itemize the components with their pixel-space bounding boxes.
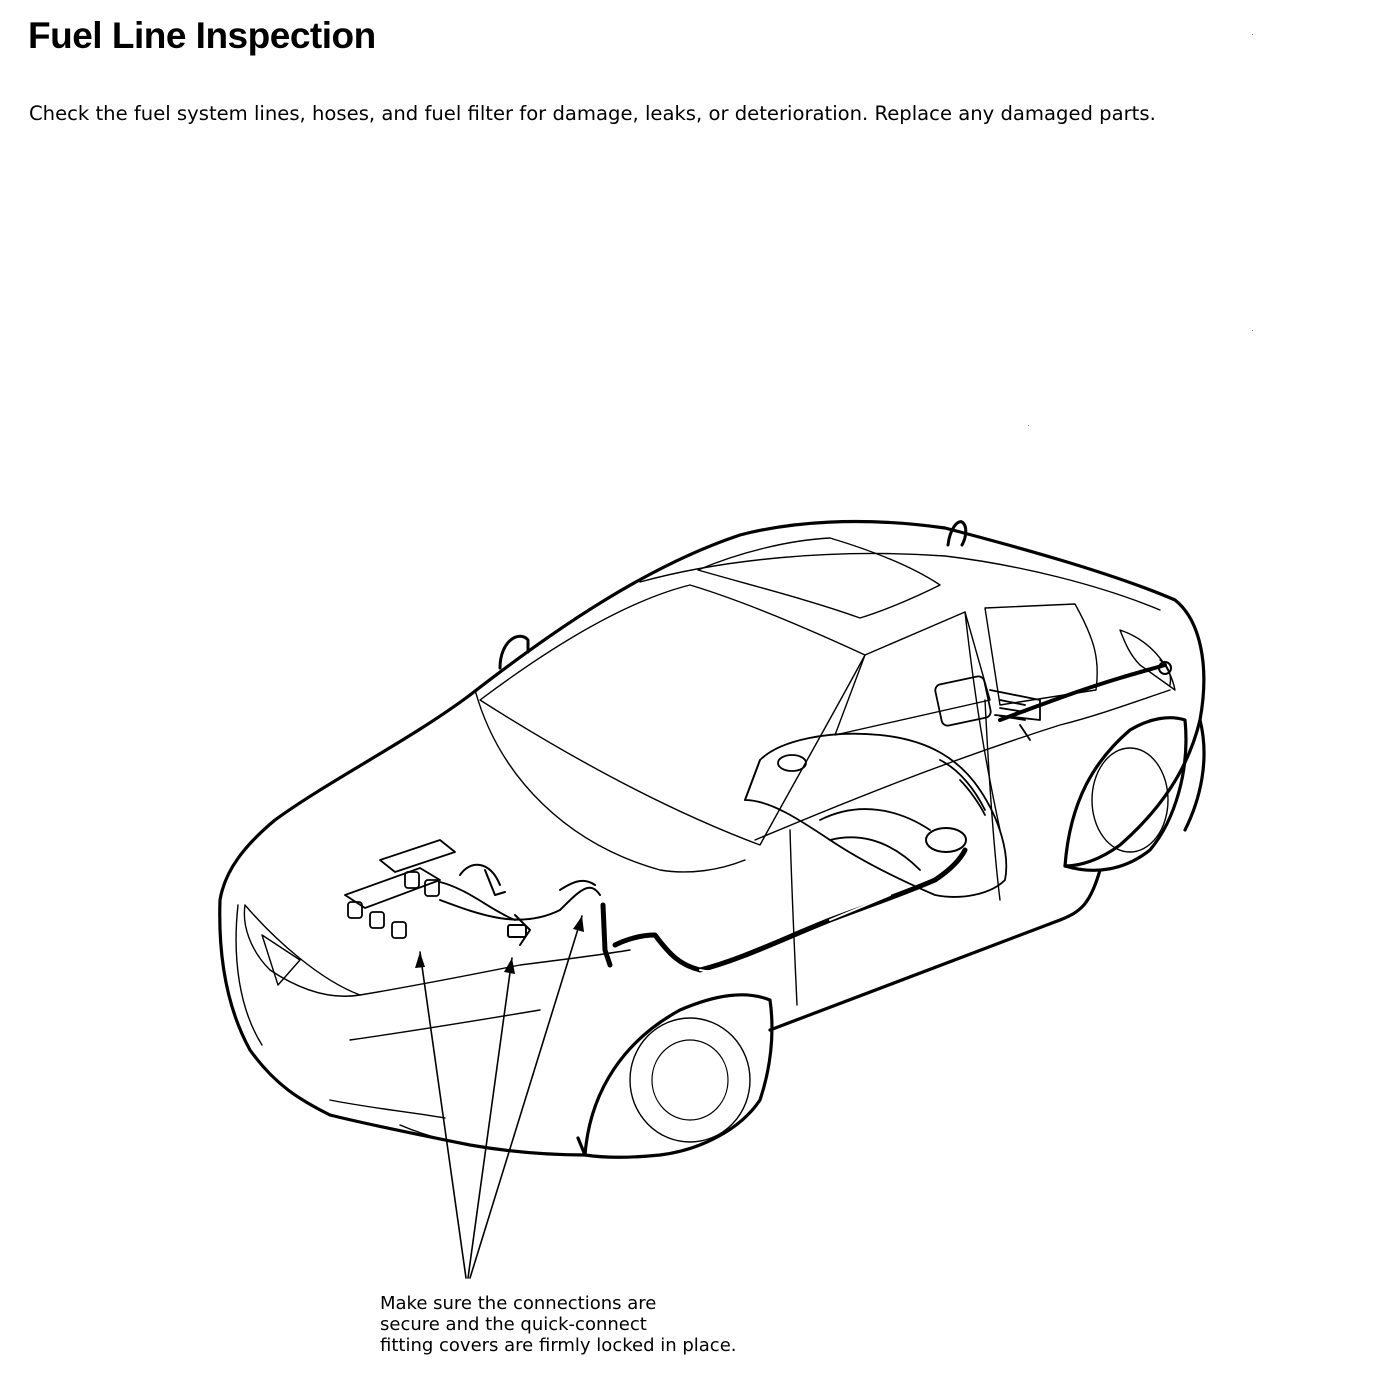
fuel-feed-line <box>600 847 968 973</box>
car-body <box>218 519 1206 1157</box>
callout-note: Make sure the connections are secure and… <box>380 1293 737 1356</box>
rear-wheel <box>1063 716 1188 872</box>
fuel-tank <box>744 732 1008 898</box>
fuel-rail <box>344 839 516 939</box>
filler-pipe <box>998 663 1167 722</box>
mirror-icon <box>498 634 530 670</box>
page-title: Fuel Line Inspection <box>28 15 376 56</box>
callout-line-1: Make sure the connections are <box>380 1293 657 1314</box>
arrowheads <box>415 916 584 974</box>
callout-line-2: secure and the quick-connect <box>380 1314 647 1335</box>
antenna-icon <box>946 520 968 547</box>
intro-paragraph: Check the fuel system lines, hoses, and … <box>29 102 1156 125</box>
front-wheel <box>583 993 774 1159</box>
callout-leaders <box>419 915 583 1279</box>
engine-fuel-hoses <box>439 863 601 946</box>
car-panel-lines <box>235 537 1176 1149</box>
callout-line-3: fitting covers are firmly locked in plac… <box>380 1335 737 1356</box>
